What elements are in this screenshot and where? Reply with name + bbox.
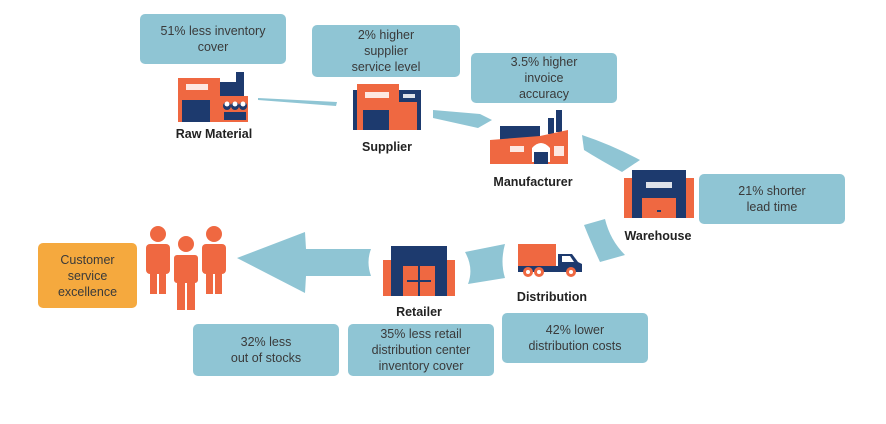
benefit-distribution: 42% lower distribution costs: [502, 313, 648, 363]
factory-icon: [490, 110, 568, 164]
benefit-text: 35% less retail distribution center inve…: [371, 327, 471, 373]
people-icon: [146, 226, 226, 310]
benefit-customer: Customer service excellence: [38, 243, 137, 308]
benefit-text: Customer service excellence: [57, 252, 118, 299]
benefit-text: 42% lower distribution costs: [528, 323, 622, 353]
benefit-retailer-dc: 35% less retail distribution center inve…: [348, 324, 494, 376]
node-label-distribution: Distribution: [516, 290, 588, 304]
node-label-supplier: Supplier: [361, 140, 412, 154]
benefit-text: 21% shorter lead time: [738, 184, 806, 214]
benefit-manufacturer: 3.5% higher invoice accuracy: [471, 53, 617, 103]
benefit-text: 51% less inventory cover: [160, 24, 266, 54]
node-label-retailer: Retailer: [396, 305, 442, 319]
store-icon: [383, 246, 455, 296]
benefit-text: 32% less out of stocks: [230, 335, 302, 365]
benefit-text: 2% higher supplier service level: [351, 28, 421, 74]
benefit-text: 3.5% higher invoice accuracy: [510, 55, 578, 101]
supplier-building-icon: [353, 84, 421, 130]
connector-supplier-to-manufacturer: [433, 110, 492, 128]
benefit-supplier: 2% higher supplier service level: [312, 25, 460, 77]
connector-warehouse-to-distribution: [584, 219, 625, 262]
node-label-raw-material: Raw Material: [175, 127, 253, 141]
connector-retailer-to-customer-arrow: [237, 232, 371, 293]
benefit-warehouse: 21% shorter lead time: [699, 174, 845, 224]
benefit-out-of-stocks: 32% less out of stocks: [193, 324, 339, 376]
node-label-manufacturer: Manufacturer: [493, 175, 573, 189]
warehouse-icon: [624, 170, 694, 218]
factory-with-plants-icon: [178, 72, 248, 122]
connector-distribution-to-retailer: [465, 244, 505, 284]
connector-raw-to-supplier: [258, 98, 337, 106]
connector-manufacturer-to-warehouse: [582, 135, 640, 172]
node-label-warehouse: Warehouse: [624, 229, 692, 243]
benefit-raw-material: 51% less inventory cover: [140, 14, 286, 64]
truck-icon: [518, 244, 582, 277]
